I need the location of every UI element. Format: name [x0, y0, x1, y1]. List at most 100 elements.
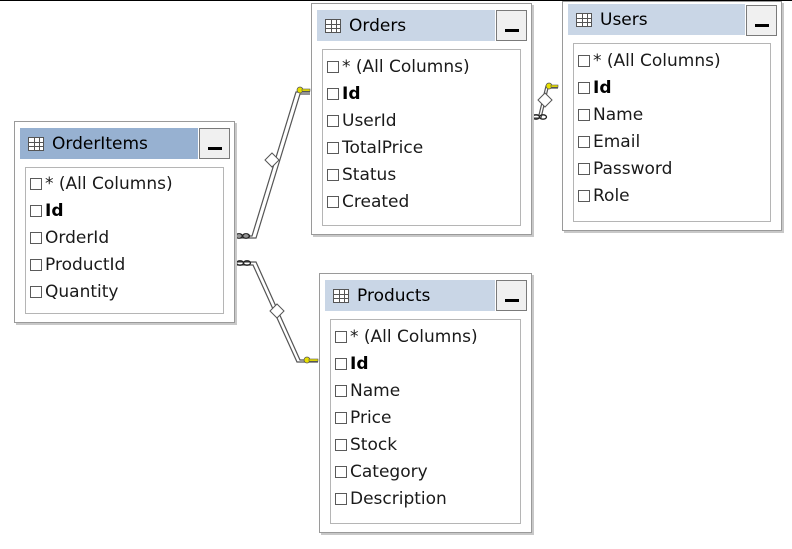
key-icon — [545, 82, 559, 90]
column-checkbox[interactable] — [327, 114, 339, 127]
column-label: Created — [342, 191, 410, 212]
column-label: Name — [350, 380, 401, 401]
column-checkbox[interactable] — [327, 168, 339, 181]
table-products-column-list[interactable]: * (All Columns) Id Name Price Stock Cate… — [330, 319, 521, 524]
table-orderitems-column-list[interactable]: * (All Columns) Id OrderId ProductId Qua… — [25, 167, 224, 314]
column-row[interactable]: Description — [335, 485, 447, 512]
column-checkbox[interactable] — [30, 258, 42, 271]
column-checkbox[interactable] — [578, 162, 590, 175]
column-checkbox[interactable] — [327, 60, 339, 73]
table-icon — [325, 18, 341, 33]
column-label: OrderId — [45, 227, 110, 248]
column-checkbox[interactable] — [335, 411, 347, 424]
minimize-icon — [505, 29, 519, 32]
relationship-diamond-icon — [537, 92, 553, 108]
column-label: Stock — [350, 434, 398, 455]
column-label: * (All Columns) — [342, 56, 470, 77]
column-row[interactable]: UserId — [327, 107, 397, 134]
column-row[interactable]: * (All Columns) — [335, 323, 478, 350]
column-row[interactable]: Id — [327, 80, 361, 107]
column-checkbox[interactable] — [335, 330, 347, 343]
column-row[interactable]: * (All Columns) — [578, 47, 721, 74]
column-checkbox[interactable] — [30, 177, 42, 190]
relationship-orderitems-orders[interactable] — [234, 86, 311, 239]
infinity-icon — [531, 114, 548, 120]
column-row[interactable]: Created — [327, 188, 409, 215]
column-row[interactable]: Price — [335, 404, 391, 431]
minimize-button[interactable] — [496, 280, 527, 311]
column-checkbox[interactable] — [335, 492, 347, 505]
relationship-orders-users[interactable] — [531, 82, 559, 120]
column-checkbox[interactable] — [30, 285, 42, 298]
column-row[interactable]: * (All Columns) — [30, 170, 173, 197]
column-label: * (All Columns) — [45, 173, 173, 194]
table-users-title: Users — [600, 9, 648, 30]
column-row[interactable]: Name — [578, 101, 643, 128]
column-row[interactable]: Status — [327, 161, 396, 188]
column-row[interactable]: Name — [335, 377, 400, 404]
column-checkbox[interactable] — [335, 438, 347, 451]
column-row[interactable]: Id — [578, 74, 612, 101]
key-icon — [303, 356, 319, 364]
table-orderitems-header[interactable]: OrderItems — [20, 128, 198, 159]
relationship-orderitems-products[interactable] — [235, 260, 319, 364]
column-row[interactable]: Id — [30, 197, 64, 224]
column-label: Id — [342, 83, 361, 104]
key-icon — [296, 86, 311, 94]
column-label: Category — [350, 461, 428, 482]
column-checkbox[interactable] — [578, 54, 590, 67]
table-users-header[interactable]: Users — [568, 4, 745, 35]
column-row[interactable]: Email — [578, 128, 640, 155]
table-products-header[interactable]: Products — [325, 280, 495, 311]
infinity-icon — [234, 233, 251, 239]
column-label: Role — [593, 185, 630, 206]
table-orderitems-title: OrderItems — [52, 133, 148, 154]
table-orders-header[interactable]: Orders — [317, 10, 495, 41]
column-checkbox[interactable] — [30, 231, 42, 244]
table-products[interactable]: Products * (All Columns) Id Name Price S… — [319, 273, 532, 533]
table-users[interactable]: Users * (All Columns) Id Name Email Pass… — [562, 1, 782, 231]
column-row[interactable]: ProductId — [30, 251, 125, 278]
column-checkbox[interactable] — [578, 108, 590, 121]
infinity-icon — [235, 260, 252, 266]
column-label: * (All Columns) — [593, 50, 721, 71]
column-label: ProductId — [45, 254, 126, 275]
column-label: UserId — [342, 110, 397, 131]
column-row[interactable]: TotalPrice — [327, 134, 423, 161]
table-orders[interactable]: Orders * (All Columns) Id UserId TotalPr… — [311, 3, 532, 235]
column-row[interactable]: Id — [335, 350, 369, 377]
column-checkbox[interactable] — [578, 81, 590, 94]
column-checkbox[interactable] — [578, 189, 590, 202]
column-row[interactable]: Role — [578, 182, 630, 209]
column-row[interactable]: * (All Columns) — [327, 53, 470, 80]
minimize-button[interactable] — [199, 128, 230, 159]
minimize-button[interactable] — [746, 5, 777, 36]
column-checkbox[interactable] — [327, 195, 339, 208]
minimize-icon — [208, 147, 222, 150]
minimize-button[interactable] — [496, 10, 527, 41]
column-checkbox[interactable] — [335, 357, 347, 370]
column-label: Name — [593, 104, 644, 125]
table-orderitems[interactable]: OrderItems * (All Columns) Id OrderId Pr… — [14, 121, 235, 323]
relationship-diamond-icon — [269, 303, 285, 319]
table-icon — [333, 288, 349, 303]
table-icon — [28, 136, 44, 151]
column-checkbox[interactable] — [578, 135, 590, 148]
column-checkbox[interactable] — [327, 141, 339, 154]
column-row[interactable]: Stock — [335, 431, 397, 458]
column-row[interactable]: Category — [335, 458, 428, 485]
table-users-column-list[interactable]: * (All Columns) Id Name Email Password R… — [573, 43, 771, 222]
column-row[interactable]: Password — [578, 155, 672, 182]
column-checkbox[interactable] — [335, 384, 347, 397]
table-orders-column-list[interactable]: * (All Columns) Id UserId TotalPrice Sta… — [322, 49, 521, 226]
column-checkbox[interactable] — [327, 87, 339, 100]
column-row[interactable]: OrderId — [30, 224, 109, 251]
column-checkbox[interactable] — [30, 204, 42, 217]
column-checkbox[interactable] — [335, 465, 347, 478]
column-label: Price — [350, 407, 392, 428]
column-label: Description — [350, 488, 447, 509]
minimize-icon — [505, 299, 519, 302]
column-row[interactable]: Quantity — [30, 278, 118, 305]
